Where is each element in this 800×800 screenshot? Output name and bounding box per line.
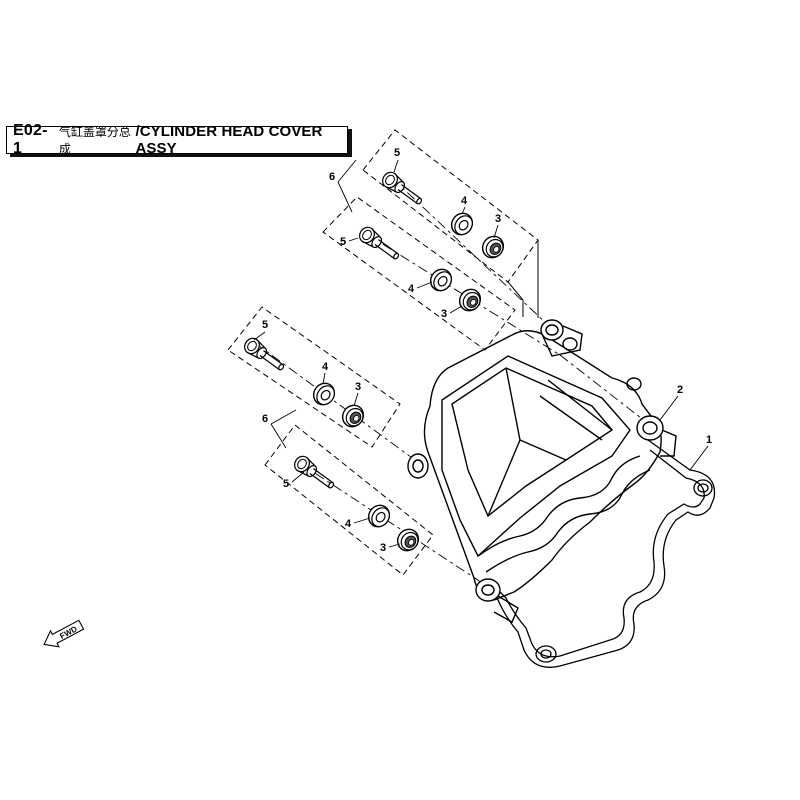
- callout-4-top-upper: 4: [461, 195, 468, 207]
- fwd-arrow-icon: FWD: [43, 619, 85, 648]
- kit-box-left-upper: [227, 306, 401, 448]
- callout-3-left-lower: 3: [380, 542, 386, 554]
- washer-left-lower: [363, 500, 395, 532]
- callout-6-left: 6: [262, 413, 268, 425]
- bolt-top-upper: [379, 168, 427, 210]
- diagram-title-box: E02-1 气缸盖罩分总成 /CYLINDER HEAD COVER ASSY: [6, 122, 348, 157]
- hardware-group: [241, 168, 509, 556]
- washer-left-upper: [308, 378, 340, 410]
- gasket: [489, 439, 716, 668]
- callout-3-top-upper: 3: [495, 213, 501, 225]
- kit-box-top-upper: [362, 129, 539, 283]
- callout-4-left-upper: 4: [322, 361, 329, 373]
- grommet-top-lower: [454, 284, 486, 316]
- callout-4-left-lower: 4: [345, 518, 352, 530]
- diagram-code: E02-1: [13, 122, 48, 157]
- bolt-left-lower: [291, 452, 339, 494]
- grommet-top-upper: [477, 231, 509, 263]
- diagram-title-en: /CYLINDER HEAD COVER ASSY: [135, 123, 323, 157]
- callout-5-left-upper: 5: [262, 319, 268, 331]
- callout-2: 2: [677, 384, 683, 396]
- callout-5-top-lower: 5: [340, 236, 346, 248]
- cylinder-head-cover: [407, 319, 677, 623]
- grommet-left-upper: [337, 400, 369, 432]
- bolt-left-upper: [241, 334, 289, 376]
- callout-5-top-upper: 5: [394, 147, 400, 159]
- callout-1: 1: [706, 434, 712, 446]
- callout-5-left-lower: 5: [283, 478, 289, 490]
- washer-top-lower: [425, 264, 457, 296]
- callout-3-top-lower: 3: [441, 308, 447, 320]
- grommet-left-lower: [392, 524, 424, 556]
- callout-3-left-upper: 3: [355, 381, 361, 393]
- diagram-title-cn: 气缸盖罩分总成: [58, 125, 131, 156]
- kit-box-top-lower: [322, 196, 516, 351]
- bolt-top-lower: [356, 223, 404, 265]
- kit-box-left-lower: [264, 424, 434, 576]
- callout-4-top-lower: 4: [408, 283, 415, 295]
- callout-6-top: 6: [329, 171, 335, 183]
